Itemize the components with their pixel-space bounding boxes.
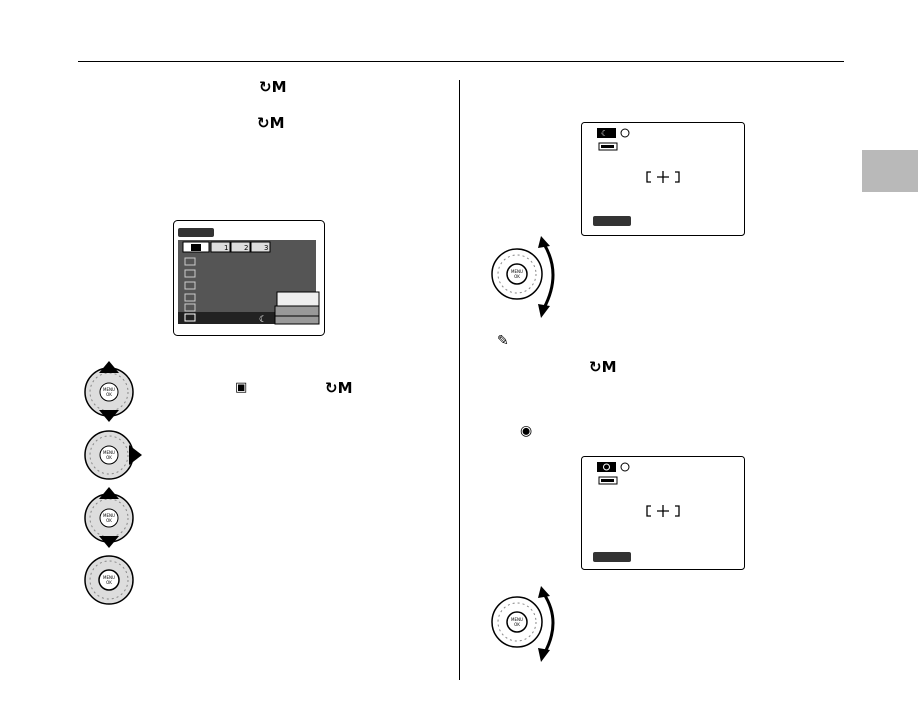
svg-text:MENU: MENU <box>511 617 523 622</box>
focus-frame-icon <box>646 171 680 183</box>
tab-number: 1 <box>224 244 228 252</box>
command-dial-rotate[interactable]: MENU OK <box>486 578 562 668</box>
dial-mode-icon: ◉ <box>520 423 533 439</box>
dial-up-down-button[interactable]: MENU OK <box>82 360 140 422</box>
lcd-screen-mode <box>581 456 745 570</box>
dial-up-down-button[interactable]: MENU OK <box>82 486 140 548</box>
mode-icon <box>603 463 610 471</box>
camera-tab-icon <box>191 244 201 251</box>
svg-text:MENU: MENU <box>103 387 115 392</box>
tab-number: 2 <box>244 244 248 252</box>
svg-text:OK: OK <box>106 580 112 585</box>
svg-text:OK: OK <box>514 274 520 279</box>
svg-text:OK: OK <box>106 455 112 460</box>
lcd-screen-night: ☾ <box>581 122 745 236</box>
svg-text:MENU: MENU <box>511 269 523 274</box>
svg-text:MENU: MENU <box>103 513 115 518</box>
tab-number: 3 <box>264 244 268 252</box>
mode-m-icon: ↻M <box>589 358 617 376</box>
mode-m-icon: ↻M <box>325 379 353 397</box>
chapter-tab <box>862 150 918 192</box>
focus-frame-icon <box>646 505 680 517</box>
dial-right-button[interactable]: MENU OK <box>82 428 144 482</box>
mode-m-icon: ↻M <box>259 78 287 96</box>
svg-text:OK: OK <box>514 622 520 627</box>
svg-text:OK: OK <box>106 392 112 397</box>
top-rule <box>78 61 844 62</box>
svg-text:MENU: MENU <box>103 450 115 455</box>
svg-text:☾: ☾ <box>259 315 267 325</box>
command-dial-rotate[interactable]: MENU OK <box>486 232 562 322</box>
dial-menu-ok-button[interactable]: MENU OK <box>82 552 138 608</box>
column-divider <box>459 80 460 680</box>
svg-text:MENU: MENU <box>103 575 115 580</box>
menu-icon: ▣ <box>235 380 248 395</box>
night-mode-icon: ☾ <box>601 129 608 138</box>
svg-text:OK: OK <box>106 518 112 523</box>
menu-screen: 1 2 3 ☾ <box>173 220 325 336</box>
hint-icon: ✎ <box>497 333 509 349</box>
mode-m-icon: ↻M <box>257 114 285 132</box>
